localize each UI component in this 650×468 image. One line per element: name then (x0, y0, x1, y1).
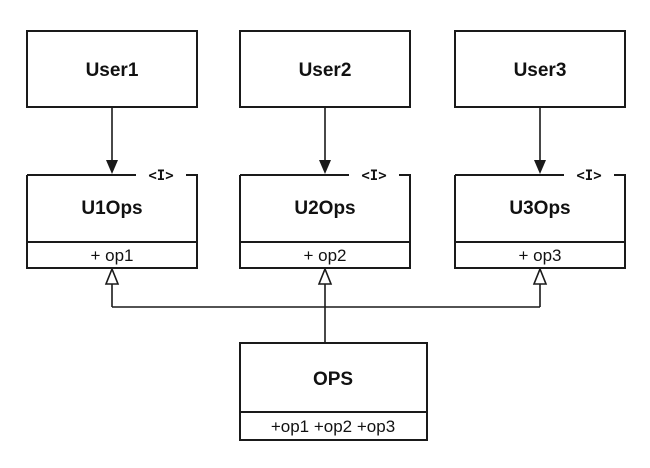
realization-head-1 (104, 266, 120, 285)
user2-label: User2 (299, 60, 352, 81)
u2ops-frame (239, 174, 411, 269)
dependency-user3-u3ops (534, 107, 546, 174)
arrowhead-3 (534, 160, 546, 174)
u2ops-name: U2Ops (294, 198, 355, 219)
ops-frame (239, 342, 428, 441)
arrowhead-2 (319, 160, 331, 174)
dependency-user1-u1ops (106, 107, 118, 174)
u3ops-interface: <I> U3Ops + op3 (454, 168, 626, 269)
realization-head-2 (317, 266, 333, 285)
u2ops-interface: <I> U2Ops + op2 (239, 168, 411, 269)
arrowhead-1 (106, 160, 118, 174)
user1-box-frame (26, 30, 198, 108)
ops-class: OPS +op1 +op2 +op3 (239, 342, 428, 441)
u1ops-member: + op1 (90, 246, 133, 265)
ops-name: OPS (313, 369, 353, 390)
ops-members: +op1 +op2 +op3 (271, 417, 395, 436)
u1ops-frame (26, 174, 198, 269)
u1ops-stereotype: <I> (148, 168, 173, 184)
user3-label: User3 (514, 60, 567, 81)
u1ops-name: U1Ops (81, 198, 142, 219)
u1ops-interface: <I> U1Ops + op1 (26, 168, 198, 269)
u3ops-stereotype: <I> (576, 168, 601, 184)
user3-box: User3 (454, 30, 626, 108)
u2ops-member: + op2 (303, 246, 346, 265)
user1-label: User1 (86, 60, 139, 81)
user2-box: User2 (239, 30, 411, 108)
u3ops-member: + op3 (518, 246, 561, 265)
user1-box: User1 (26, 30, 198, 108)
u3ops-name: U3Ops (509, 198, 570, 219)
user2-box-frame (239, 30, 411, 108)
dependency-user2-u2ops (319, 107, 331, 174)
user3-box-frame (454, 30, 626, 108)
realization-head-3 (532, 266, 548, 285)
u3ops-frame (454, 174, 626, 269)
realization-connector (104, 266, 548, 343)
u2ops-stereotype: <I> (361, 168, 386, 184)
